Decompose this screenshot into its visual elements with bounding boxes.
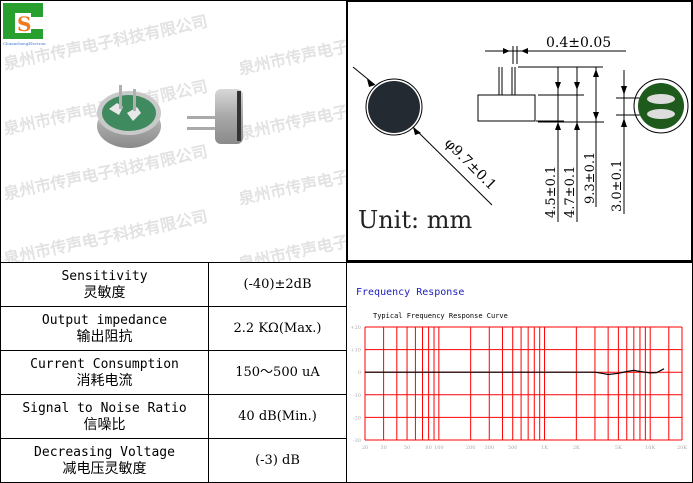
- chart-title: Frequency Response: [356, 287, 464, 298]
- y-tick-label: -20: [353, 415, 361, 421]
- spec-value: (-3) dB: [208, 438, 347, 483]
- logo: S: [3, 3, 43, 39]
- x-tick-label: 80: [425, 445, 431, 451]
- y-tick-label: 0: [358, 370, 361, 376]
- frequency-response-panel: Frequency Response Typical Frequency Res…: [346, 262, 693, 483]
- chart-subtitle: Typical Frequency Response Curve: [373, 312, 508, 320]
- spec-label-en: Decreasing Voltage: [34, 444, 175, 460]
- spec-value: 40 dB(Min.): [208, 394, 347, 439]
- spec-label-en: Current Consumption: [30, 356, 179, 372]
- response-curve: [365, 368, 665, 376]
- dimension-svg: 0.4±0.05 φ9.7±0.1 4.5±0.1 4.7±0.1 9.3±0.…: [352, 35, 689, 234]
- spec-label-en: Signal to Noise Ratio: [22, 400, 187, 416]
- spec-label-cn: 输出阻抗: [76, 328, 133, 345]
- spec-value: 2.2 KΩ(Max.): [208, 306, 347, 351]
- x-tick-label: 1K: [541, 445, 548, 451]
- spec-label-cn: 灵敏度: [83, 284, 126, 301]
- diameter-dim: φ9.7±0.1: [441, 136, 499, 194]
- x-tick-label: 20K: [677, 445, 687, 451]
- x-tick-label: 30: [380, 445, 386, 451]
- microphone-images: [97, 85, 243, 148]
- svg-text:S: S: [17, 12, 31, 36]
- y-tick-label: +20: [350, 325, 361, 331]
- dim-9-3: 9.3±0.1: [583, 152, 598, 204]
- dim-4-5: 4.5±0.1: [544, 166, 559, 218]
- dimension-drawing: 0.4±0.05 φ9.7±0.1 4.5±0.1 4.7±0.1 9.3±0.…: [346, 0, 693, 262]
- x-tick-label: 20: [362, 445, 368, 451]
- spec-label-en: Output impedance: [41, 312, 168, 328]
- spec-label-cn: 减电压灵敏度: [62, 460, 147, 477]
- spec-label-en: Sensitivity: [61, 268, 148, 284]
- x-tick-label: 200: [466, 445, 476, 451]
- spec-label-cn: 消耗电流: [76, 372, 133, 389]
- unit-label: Unit: mm: [358, 206, 472, 234]
- pin-spacing-dim: 0.4±0.05: [546, 35, 611, 51]
- x-tick-label: 500: [508, 445, 518, 451]
- product-photo: S ChuanshengElectron 泉州市传声电子科技有限公司 泉州市传声…: [0, 0, 347, 263]
- dim-4-7: 4.7±0.1: [563, 166, 578, 218]
- frequency-response-chart: Frequency Response Typical Frequency Res…: [350, 287, 687, 451]
- spec-label-cn: 信噪比: [83, 416, 126, 433]
- logo-caption: ChuanshengElectron: [3, 41, 46, 46]
- x-tick-label: 100: [434, 445, 444, 451]
- y-tick-label: +10: [350, 348, 361, 354]
- x-tick-label: 300: [485, 445, 495, 451]
- y-tick-label: -10: [353, 393, 361, 399]
- spec-value: (-40)±2dB: [208, 262, 347, 307]
- x-tick-label: 50: [404, 445, 410, 451]
- spec-value: 150～500 uA: [208, 350, 347, 395]
- x-tick-label: 2K: [573, 445, 580, 451]
- x-tick-label: 5K: [615, 445, 622, 451]
- dim-3-0: 3.0±0.1: [610, 160, 625, 212]
- x-tick-label: 10K: [645, 445, 655, 451]
- y-tick-label: -30: [353, 438, 361, 444]
